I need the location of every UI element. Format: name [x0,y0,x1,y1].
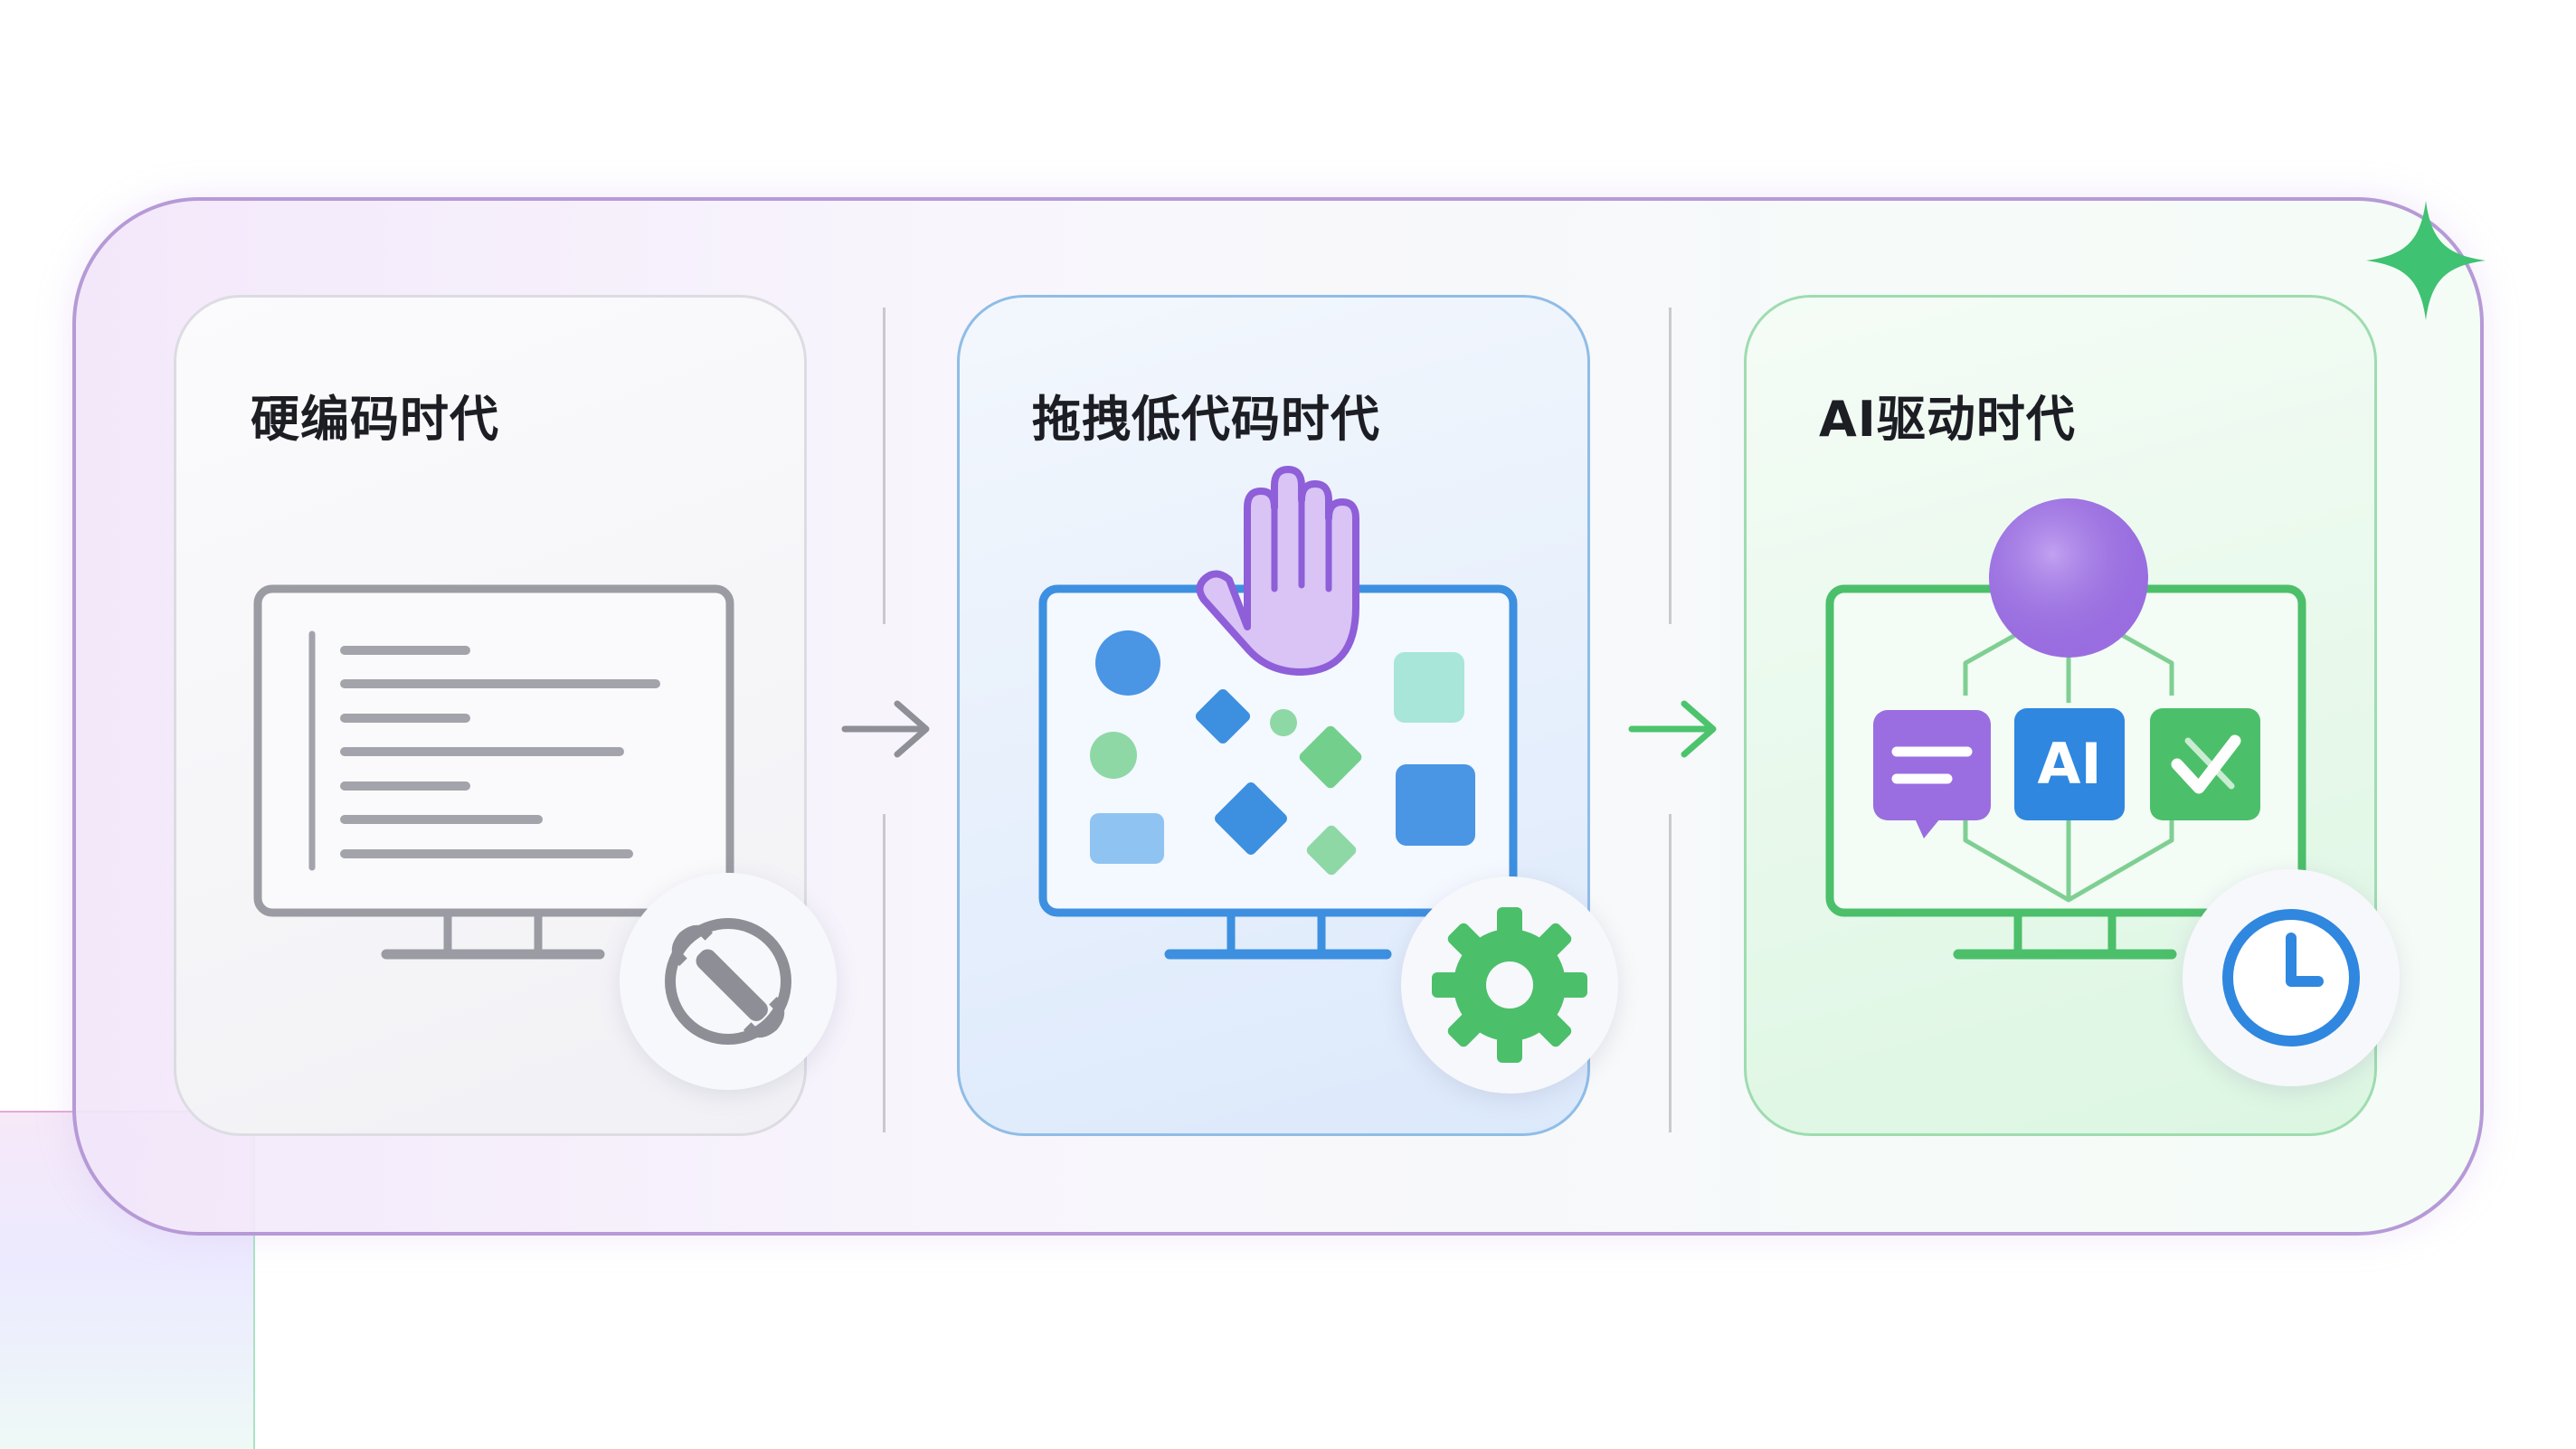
divider-1-top [883,308,886,624]
stage-card-ai: AI驱动时代 [1744,295,2400,1136]
stage-card-lowcode: 拖拽低代码时代 [957,295,1618,1136]
ai-monitor-icon [1825,498,2306,960]
arrow-right-icon [1628,700,1717,758]
stage-title: AI驱动时代 [1819,391,2076,448]
divider-2-top [1669,308,1672,624]
chat-bubble-icon [1873,710,1991,838]
stage-title: 拖拽低代码时代 [1032,391,1380,448]
divider-2-bottom [1669,814,1672,1132]
drag-drop-monitor-icon [1038,466,1518,960]
grab-hand-icon [1196,466,1359,676]
stage-title: 硬编码时代 [251,391,499,448]
clock-icon [2222,909,2360,1046]
arrow-right-icon [841,700,930,758]
divider-1-bottom [883,814,886,1132]
settings-badge [1401,876,1618,1094]
stage-card-hardcode: 硬编码时代 [174,295,837,1136]
wrench-icon [665,918,791,1045]
sparkle-icon [2366,201,2486,320]
tool-badge [620,873,837,1090]
code-monitor-icon [253,584,734,960]
gear-icon [1432,907,1587,1063]
check-icon [2150,708,2260,820]
time-badge [2183,869,2400,1086]
ai-chip: AI [2037,731,2102,797]
